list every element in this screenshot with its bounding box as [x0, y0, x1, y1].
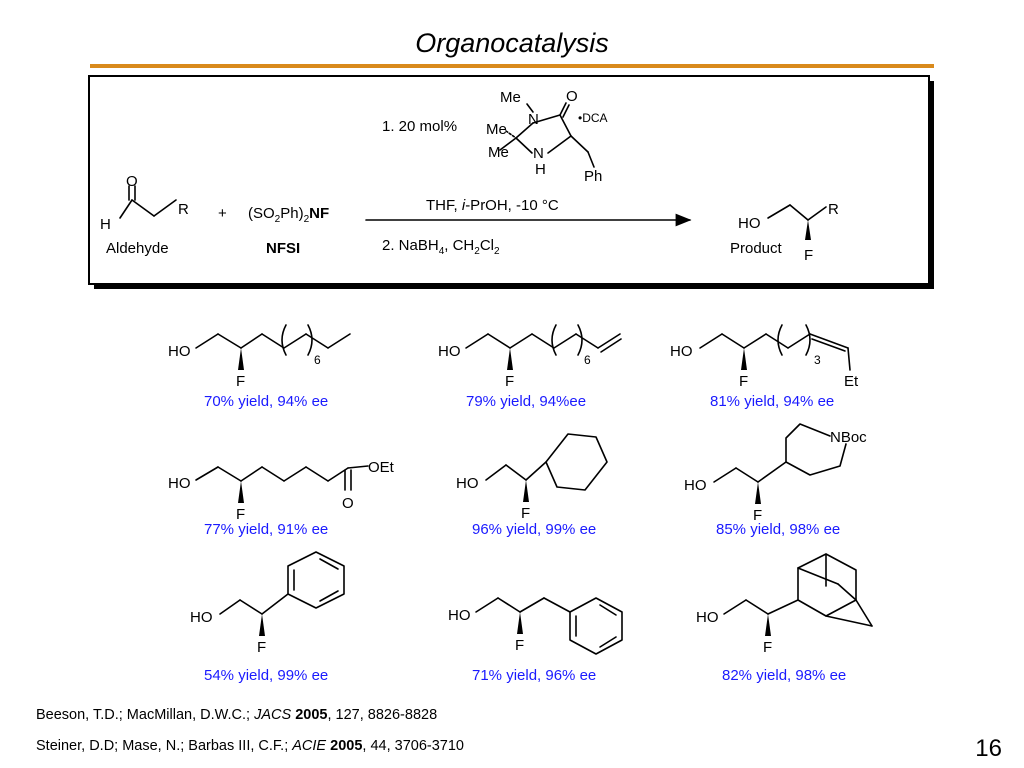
ex7-f: F [257, 639, 266, 656]
example-2-wedge [507, 348, 513, 370]
example-2-structure [465, 324, 622, 356]
ex3-ho: HO [670, 343, 693, 360]
ex5-ho: HO [456, 475, 479, 492]
ex8-f: F [515, 637, 524, 654]
ex4-ho: HO [168, 475, 191, 492]
ex2-repeat: 6 [584, 353, 591, 367]
example-6-wedge [755, 482, 761, 504]
example-6-structure [713, 423, 847, 483]
yield-6: 85% yield, 98% ee [716, 521, 841, 538]
example-4-structure [195, 465, 369, 491]
yield-1: 70% yield, 94% ee [204, 393, 329, 410]
ex1-ho: HO [168, 343, 191, 360]
yield-4: 77% yield, 91% ee [204, 521, 329, 538]
yield-3: 81% yield, 94% ee [710, 393, 835, 410]
aldehyde-label: Aldehyde [106, 240, 169, 257]
ex6-f: F [753, 507, 762, 524]
ex2-ho: HO [438, 343, 461, 360]
yield-9: 82% yield, 98% ee [722, 667, 847, 684]
nfsi-formula: (SO2Ph)2NF [248, 205, 329, 225]
ex3-et: Et [844, 373, 859, 390]
catalyst-me-low: Me [488, 144, 509, 161]
aldehyde-o: O [126, 173, 138, 190]
aldehyde-structure [119, 185, 177, 219]
ex1-f: F [236, 373, 245, 390]
plus-sign: + [218, 205, 227, 222]
product-wedge-bond [805, 220, 811, 240]
example-5-wedge [523, 480, 529, 502]
example-9-wedge [765, 614, 771, 636]
yield-7: 54% yield, 99% ee [204, 667, 329, 684]
product-structure [767, 204, 827, 221]
example-8-structure [475, 597, 623, 655]
conditions-text: THF, i-PrOH, -10 °C [426, 197, 559, 214]
title-underline [90, 64, 934, 68]
example-4-wedge [238, 481, 244, 503]
example-1-wedge [238, 348, 244, 370]
ex9-f: F [763, 639, 772, 656]
reference-1: Beeson, T.D.; MacMillan, D.W.C.; JACS 20… [36, 707, 438, 723]
reference-2: Steiner, D.D; Mase, N.; Barbas III, C.F.… [36, 738, 464, 754]
ex8-ho: HO [448, 607, 471, 624]
example-9-structure [723, 553, 873, 627]
catalyst-o: O [566, 88, 578, 105]
yield-5: 96% yield, 99% ee [472, 521, 597, 538]
ex3-f: F [739, 373, 748, 390]
ex4-o: O [342, 495, 354, 512]
ex6-nboc: NBoc [830, 429, 867, 446]
yield-2: 79% yield, 94%ee [466, 393, 587, 410]
step2-text: 2. NaBH4, CH2Cl2 [382, 237, 500, 257]
example-1-structure [195, 324, 351, 356]
scheme-box [88, 75, 930, 285]
catalyst-structure [499, 102, 595, 168]
example-7-structure [219, 551, 345, 615]
slide-title: Organocatalysis [415, 28, 609, 58]
catalyst-ph: Ph [584, 168, 602, 185]
product-ho: HO [738, 215, 761, 232]
ex4-oet: OEt [368, 459, 395, 476]
aldehyde-h: H [100, 216, 111, 233]
example-8-wedge [517, 612, 523, 634]
catalyst-me-top: Me [500, 89, 521, 106]
example-3-wedge [741, 348, 747, 370]
yield-8: 71% yield, 96% ee [472, 667, 597, 684]
nfsi-label: NFSI [266, 240, 300, 257]
ex4-f: F [236, 506, 245, 523]
ex9-ho: HO [696, 609, 719, 626]
step1-text: 1. 20 mol% [382, 118, 457, 135]
ex2-f: F [505, 373, 514, 390]
catalyst-h: H [535, 161, 546, 178]
example-5-structure [485, 433, 608, 491]
catalyst-n-top: N [528, 111, 539, 128]
example-7-wedge [259, 614, 265, 636]
ex1-repeat: 6 [314, 353, 321, 367]
ex6-ho: HO [684, 477, 707, 494]
product-r: R [828, 201, 839, 218]
page-number: 16 [975, 735, 1002, 762]
ex5-f: F [521, 505, 530, 522]
ex7-ho: HO [190, 609, 213, 626]
catalyst-me-mid: Me [486, 121, 507, 138]
catalyst-n-low: N [533, 145, 544, 162]
example-3-structure [699, 324, 851, 371]
aldehyde-r: R [178, 201, 189, 218]
catalyst-salt: •DCA [578, 111, 608, 125]
product-f: F [804, 247, 813, 264]
ex3-repeat: 3 [814, 353, 821, 367]
product-label: Product [730, 240, 783, 257]
